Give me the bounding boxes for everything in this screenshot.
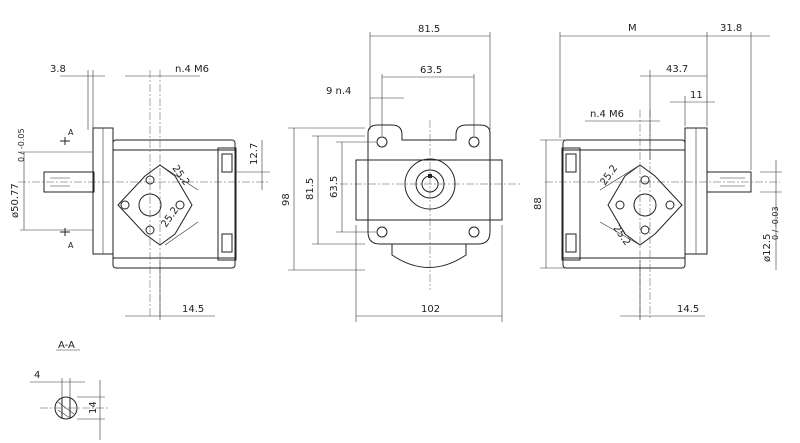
section-dim-14: 14 — [88, 401, 99, 414]
front-dim-63-5: 63.5 — [420, 65, 442, 76]
right-dim-88: 88 — [533, 197, 544, 210]
front-dim-hole: 9 n.4 — [326, 86, 351, 97]
right-dim-diag-lower: 25.2 — [611, 223, 633, 248]
left-view: A A 3.8 n.4 M6 25.2 25.2 12.7 14.5 ø50.7… — [10, 64, 270, 320]
right-dim-shaft-dia: ø12.5 — [762, 234, 773, 262]
right-dim-bolt: n.4 M6 — [590, 109, 624, 120]
left-dim-14-5: 14.5 — [182, 304, 204, 315]
left-dim-shaft-dia: ø50.77 — [10, 183, 21, 218]
left-dim-bolt: n.4 M6 — [175, 64, 209, 75]
front-dim-63-5-vert: 63.5 — [329, 176, 340, 198]
section-marker-top: A — [68, 128, 74, 137]
front-dim-102: 102 — [421, 304, 440, 315]
left-dim-12-7: 12.7 — [249, 143, 260, 165]
right-dim-14-5: 14.5 — [677, 304, 699, 315]
right-dim-11: 11 — [690, 90, 703, 101]
section-dim-4: 4 — [34, 370, 40, 381]
right-dim-43-7: 43.7 — [666, 64, 688, 75]
right-dim-shaft-tol: 0 / -0.03 — [771, 206, 780, 240]
front-view: 81.5 63.5 9 n.4 98 81.5 63.5 102 — [281, 24, 520, 322]
section-marker-bottom: A — [68, 241, 74, 250]
left-dim-diag-upper: 25.2 — [170, 163, 192, 188]
front-dim-81-5: 81.5 — [418, 24, 440, 35]
right-view: M 31.8 43.7 11 n.4 M6 25.2 25.2 88 14.5 — [533, 23, 782, 320]
front-dim-81-5-vert: 81.5 — [305, 178, 316, 200]
left-dim-3-8: 3.8 — [50, 64, 66, 75]
front-dim-98: 98 — [281, 193, 292, 206]
section-title: A-A — [58, 340, 75, 351]
right-dim-m: M — [628, 23, 637, 34]
right-dim-31-8: 31.8 — [720, 23, 742, 34]
left-dim-shaft-tol: 0 / -0.05 — [17, 128, 26, 162]
section-a-a: A-A 4 14 — [30, 340, 110, 440]
